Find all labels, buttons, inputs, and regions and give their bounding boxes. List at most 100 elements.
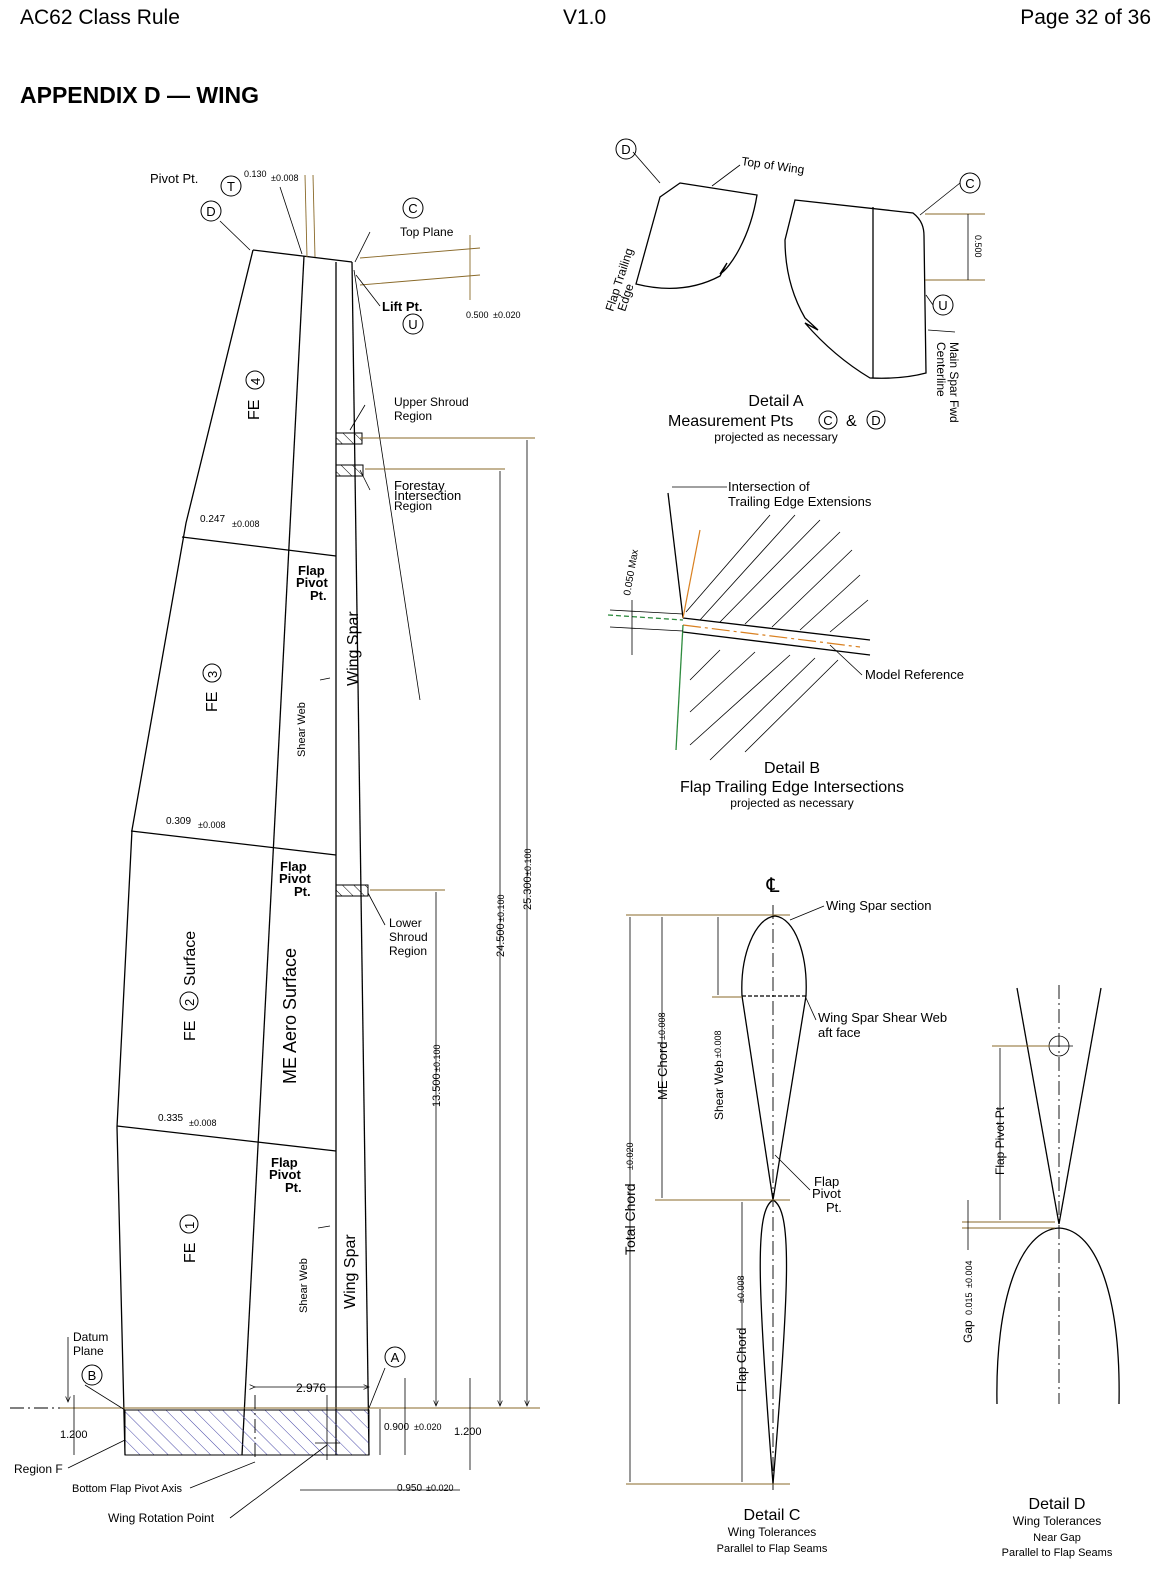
label-pivot-pt: Pivot Pt. — [150, 171, 198, 186]
label-shear-web-lower: Shear Web — [298, 1258, 310, 1313]
leader-b — [84, 1384, 126, 1411]
main-labels: Pivot Pt. T D C U A B 0.130 ±0.008 Top P… — [14, 169, 534, 1525]
label-25300: 25.300 — [522, 876, 534, 910]
detail-a-leader-spar — [927, 329, 956, 333]
label-t: T — [227, 179, 235, 194]
station-line-fe3-fe4 — [181, 536, 337, 557]
detail-a-leader-u — [925, 294, 934, 306]
detail-a-main-spar: Main Spar Fwd — [947, 342, 961, 423]
detail-d-right-edge — [1058, 987, 1102, 1225]
forestay-line — [353, 269, 421, 701]
detail-a-sub-c: C — [823, 413, 832, 428]
label-flap-pivot-3: Flap — [280, 859, 307, 874]
label-13500: 13.500 — [431, 1073, 443, 1107]
detail-c-title: Detail C — [744, 1507, 801, 1524]
wing-leading-edge — [116, 249, 254, 1456]
label-c: C — [408, 201, 417, 216]
detail-a-leader-d — [632, 151, 661, 184]
detail-c-cl-symbol: ℄ — [766, 875, 780, 897]
detail-b-label-int2: Trailing Edge Extensions — [728, 494, 872, 509]
detail-d-sub2: Near Gap — [1033, 1532, 1081, 1544]
station-line-fe1-fe2 — [116, 1125, 337, 1152]
label-upper-shroud-region: Region — [394, 409, 432, 423]
detail-c-leader-pivot — [774, 1154, 811, 1191]
label-0335: 0.335 — [158, 1113, 183, 1124]
detail-c-label-spar-section: Wing Spar section — [826, 898, 932, 913]
label-b: B — [88, 1368, 97, 1383]
label-0500-tol: ±0.020 — [493, 310, 520, 320]
detail-c-label-total-tol: ±0.020 — [625, 1143, 635, 1170]
detail-c-label-flap-pivot-3: Pt. — [826, 1200, 842, 1215]
label-flap-pivot-3b: Pivot — [279, 871, 311, 886]
label-0950-tol: ±0.020 — [426, 1483, 453, 1493]
marker-fe1-circle — [179, 1214, 199, 1234]
label-flap-pivot-4c: Pt. — [310, 588, 327, 603]
marker-fe4-circle — [245, 370, 265, 390]
label-0900-tol: ±0.020 — [414, 1422, 441, 1432]
label-u: U — [408, 317, 417, 332]
detail-c-label-web1: Wing Spar Shear Web — [818, 1010, 947, 1025]
label-fe1: FE — [182, 1243, 199, 1263]
detail-c: ℄ Wing Spar section Wing Spar Shear Web … — [622, 875, 947, 1555]
label-lower-shroud-3: Region — [389, 944, 427, 958]
leader-forestay — [359, 469, 371, 491]
detail-c-label-total: Total Chord — [622, 1183, 638, 1255]
page-title: APPENDIX D — WING — [20, 82, 259, 108]
label-datum: Datum — [73, 1330, 108, 1344]
label-forestay-region: Region — [394, 499, 432, 513]
detail-c-label-me-tol: ±0.008 — [657, 1013, 667, 1040]
detail-a-main-profile — [784, 199, 927, 379]
label-fe3-num: 3 — [205, 671, 220, 678]
forestay-hatch — [335, 464, 364, 477]
label-bottom-flap-pivot-axis: Bottom Flap Pivot Axis — [72, 1483, 183, 1495]
detail-a-leader-top — [711, 164, 741, 187]
detail-b-label-model-ref: Model Reference — [865, 667, 964, 682]
detail-c-main-body — [741, 995, 807, 1201]
leader-d — [219, 220, 251, 251]
label-flap-pivot-2b: Pivot — [269, 1167, 301, 1182]
detail-d-flap-nose — [996, 1227, 1120, 1405]
region-f-hatch — [124, 1409, 370, 1456]
label-fe4-num: 4 — [248, 378, 263, 385]
label-d: D — [206, 204, 215, 219]
detail-c-sub1: Wing Tolerances — [728, 1525, 817, 1539]
label-24500-tol: ±0.100 — [496, 895, 506, 922]
detail-c-label-web-tol: ±0.008 — [713, 1031, 723, 1058]
detail-a-d-label: D — [621, 142, 630, 157]
detail-a-subtitle: Measurement Pts — [668, 413, 793, 430]
label-datum-plane: Plane — [73, 1344, 104, 1358]
label-lower-shroud-2: Shroud — [389, 930, 428, 944]
marker-t-circle — [220, 175, 242, 197]
detail-a-u-label: U — [938, 298, 947, 313]
detail-b-surface-upper — [682, 617, 871, 641]
label-fe2: FE — [182, 1021, 199, 1041]
detail-b-dim-line-a — [609, 609, 684, 615]
label-forestay: Forestay — [394, 478, 445, 493]
detail-b-surface-lower — [682, 631, 871, 656]
detail-b-orange-extension — [682, 529, 701, 619]
label-flap-pivot-3c: Pt. — [294, 884, 311, 899]
lower-shroud-hatch — [335, 884, 369, 897]
detail-d-title: Detail D — [1029, 1496, 1086, 1513]
point-markers — [81, 175, 424, 1386]
detail-a-d-circle — [615, 138, 637, 160]
label-13500-tol: ±0.100 — [432, 1045, 442, 1072]
leader-shear-web-lower — [317, 1225, 331, 1229]
leader-lower-shroud — [367, 892, 386, 926]
detail-b-label-max: 0.050 Max — [622, 549, 641, 597]
leader-lift — [355, 274, 381, 307]
detail-d-label-gap-val: 0.015 — [964, 1292, 974, 1315]
detail-c-leader-web — [805, 997, 817, 1021]
label-me-aero-surface: ME Aero Surface — [280, 948, 300, 1084]
label-wing-spar-upper: Wing Spar — [345, 611, 362, 686]
label-flap-pivot-2: Flap — [271, 1155, 298, 1170]
detail-d-label-gap-tol: ±0.004 — [964, 1261, 974, 1288]
detail-c-label-flap-pivot-1: Flap — [814, 1174, 839, 1189]
label-fe4: FE — [246, 400, 263, 420]
detail-b-leader-model — [829, 644, 863, 676]
marker-b-circle — [81, 1364, 103, 1386]
station-line-fe2-fe3 — [130, 830, 337, 856]
label-0130-tol: ±0.008 — [271, 173, 298, 183]
wing-elevation — [10, 249, 540, 1460]
